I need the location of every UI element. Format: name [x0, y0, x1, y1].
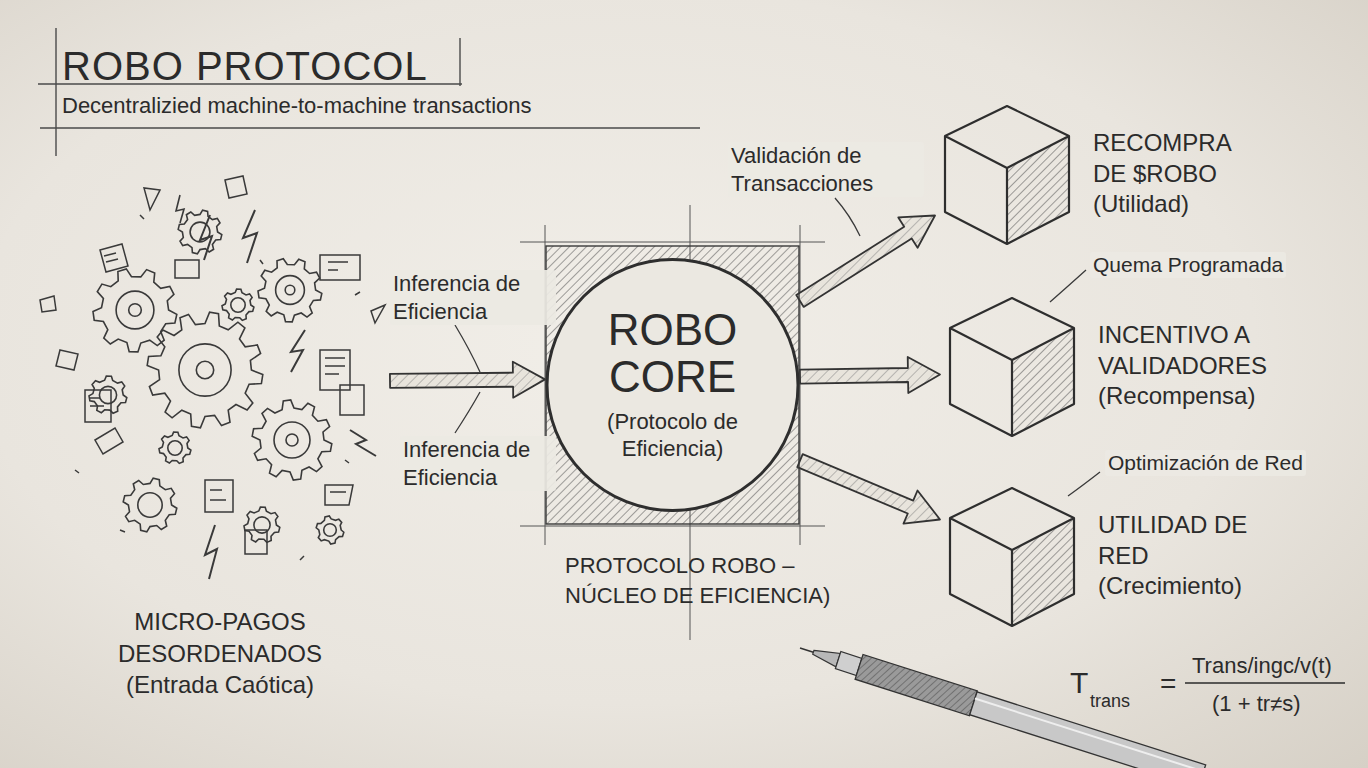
connector-arrow: [800, 357, 940, 393]
gear-axle: [285, 285, 295, 295]
annotation: Quema Programada: [1090, 252, 1286, 278]
gear-axle: [286, 434, 298, 446]
cube-node: UTILIDAD DE RED(Crecimiento): [940, 482, 1270, 632]
gear-hub: [168, 441, 182, 455]
arrow-shape: [800, 357, 940, 393]
formula-part: trans: [1090, 690, 1130, 713]
core-subtitle: (Protocolo de Eficiencia): [578, 408, 768, 463]
gear-hub: [116, 291, 154, 329]
diagram-title: ROBO PROTOCOL: [62, 44, 428, 89]
cluster-caption: MICRO-PAGOS DESORDENADOS (Entrada Caótic…: [95, 606, 345, 700]
gear-axle: [129, 304, 142, 317]
cube-sketch: [940, 292, 1085, 442]
cube-heading: UTILIDAD DE RED: [1098, 510, 1268, 571]
cube-node: RECOMPRA DE $ROBO(Utilidad): [935, 100, 1265, 250]
paper-and-bolts: [40, 176, 385, 579]
cube-sketch: [935, 100, 1080, 250]
gear: [252, 400, 332, 480]
gear: [258, 259, 322, 322]
gear-hub: [138, 493, 162, 517]
formula-part: Trans/ingc/v(t): [1192, 652, 1332, 680]
gear: [89, 376, 127, 413]
cube-label: INCENTIVO A VALIDADORES(Recompensa): [1098, 320, 1268, 412]
core-ring: [547, 260, 798, 511]
cube-node: INCENTIVO A VALIDADORES(Recompensa): [940, 292, 1270, 442]
cube-outline: [950, 488, 1074, 626]
arrow-shape: [390, 362, 545, 398]
gear-hub: [274, 422, 310, 458]
annotation: Inferencia de Eficiencia: [400, 436, 556, 491]
mechanical-pencil: [796, 636, 1206, 768]
gear-cluster: [89, 210, 344, 544]
gear-hub: [276, 276, 305, 305]
core-text: ROBO CORE (Protocolo de Eficiencia): [572, 245, 773, 525]
fraction-bar: [1185, 682, 1345, 684]
formula-part: T: [1070, 664, 1088, 702]
connector-arrow: [390, 362, 545, 398]
cube-outline: [950, 298, 1074, 436]
gear-axle: [196, 361, 213, 378]
edge-label: Validación de Transacciones: [728, 142, 924, 197]
gear: [147, 312, 263, 428]
hatched-square: [546, 246, 799, 524]
input-cluster: MICRO-PAGOS DESORDENADOS (Entrada Caótic…: [50, 140, 390, 700]
gear-hub: [179, 344, 231, 396]
formula-part: (1 + tr≠s): [1212, 690, 1300, 718]
cube-subtitle: (Utilidad): [1093, 189, 1263, 220]
core-circle: ROBO CORE(Protocolo de Eficiencia)PROTOC…: [545, 245, 800, 525]
annotation: Optimización de Red: [1105, 450, 1306, 476]
cube-subtitle: (Crecimiento): [1098, 571, 1268, 602]
cube-sketch: [940, 482, 1085, 632]
cube-label: RECOMPRA DE $ROBO(Utilidad): [1093, 128, 1263, 220]
core-caption: PROTOCOLO ROBO – NÚCLEO DE EFICIENCIA): [565, 551, 865, 610]
cube-outline: [945, 106, 1069, 244]
connector-arrow: [796, 216, 935, 307]
gear: [244, 507, 280, 542]
gear-hub: [231, 298, 245, 312]
subtitle: Decentralizied machine-to-machine transa…: [62, 92, 532, 120]
cube-heading: RECOMPRA DE $ROBO: [1093, 128, 1263, 189]
gear: [123, 478, 177, 532]
cube-label: UTILIDAD DE RED(Crecimiento): [1098, 510, 1268, 602]
cube-heading: INCENTIVO A VALIDADORES: [1098, 320, 1268, 381]
gear: [93, 269, 177, 352]
gear: [159, 432, 191, 463]
cube-subtitle: (Recompensa): [1098, 381, 1268, 412]
gear: [316, 516, 344, 544]
gear: [222, 289, 254, 320]
edge-label: Inferencia de Eficiencia: [390, 270, 556, 325]
connector-arrow: [797, 454, 940, 524]
arrow-shape: [796, 216, 935, 307]
gear: [178, 210, 222, 254]
gear-hub: [99, 386, 116, 403]
formula-part: =: [1160, 666, 1176, 701]
core-heading: ROBO CORE: [588, 307, 758, 399]
title-frame: [38, 28, 700, 156]
arrow-shape: [797, 454, 940, 524]
gear-hub: [324, 524, 337, 537]
